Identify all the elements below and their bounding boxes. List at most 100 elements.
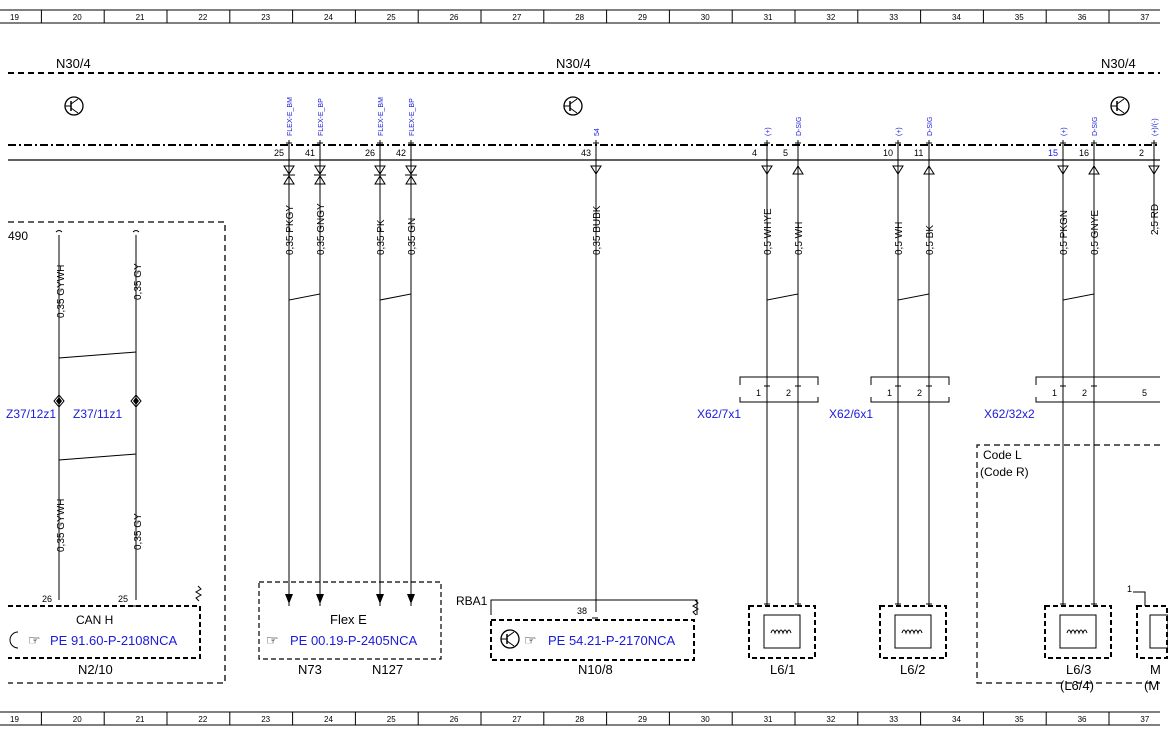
wire-label: 0,35 GN [407, 218, 418, 255]
grid-column-label: 25 [387, 715, 396, 724]
grid-column-label: 29 [638, 715, 647, 724]
x62-6x1-label: X62/6x1 [829, 407, 873, 421]
wire-4: (+)40,5 WHYE [752, 127, 774, 606]
grid-column-label: 30 [701, 13, 710, 22]
wire-label: 0,35 BUBK [592, 205, 603, 255]
n30-label-right: N30/4 [1101, 56, 1136, 71]
grid-column-label: 22 [198, 13, 207, 22]
pin-number: 2 [1139, 148, 1144, 158]
wire-label-gywh-upper: 0,35 GYWH [56, 265, 67, 318]
flex-e-reference-link[interactable]: PE 00.19-P-2405NCA [290, 633, 418, 648]
signal-label: D-SIG [927, 117, 934, 136]
grid-column-label: 27 [512, 715, 521, 724]
grid-column-label: 31 [764, 715, 773, 724]
m-component-clipped: 1 M (M [1127, 584, 1168, 693]
pin-number: 11 [914, 148, 923, 158]
n73-label: N73 [298, 662, 322, 677]
grid-column-label: 20 [73, 13, 82, 22]
wire-label: 0,5 WHYE [763, 208, 774, 255]
grid-column-label: 26 [450, 715, 459, 724]
wire-label: 2,5 RD [1150, 204, 1161, 235]
pin-number: 25 [274, 148, 284, 158]
n10-8-reference-link[interactable]: PE 54.21-P-2170NCA [548, 633, 676, 648]
grid-column-label: 25 [387, 13, 396, 22]
rba1-label: RBA1 [456, 594, 488, 608]
n30-label-center: N30/4 [556, 56, 591, 71]
grid-column-label: 27 [512, 13, 521, 22]
x62-6x1-pin1: 1 [887, 388, 892, 398]
transistor-icon [64, 96, 84, 116]
signal-label: (+) [1061, 127, 1068, 136]
n2-10-reference-link[interactable]: PE 91.60-P-2108NCA [50, 633, 178, 648]
pin-number: 26 [365, 148, 375, 158]
pin-number: 5 [783, 148, 788, 158]
grid-column-label: 32 [826, 13, 835, 22]
pin-number: 10 [883, 148, 893, 158]
grid-column-label: 34 [952, 13, 961, 22]
l6-2-label: L6/2 [900, 662, 925, 677]
hand-pointer-icon: ☞ [524, 632, 537, 648]
transistor-icon [563, 96, 583, 116]
wire-label: 0,35 GNGY [316, 203, 327, 255]
grid-column-label: 23 [261, 715, 270, 724]
n30-label-left: N30/4 [56, 56, 91, 71]
left-box-number: 490 [8, 229, 28, 243]
svg-text:☞: ☞ [28, 632, 41, 648]
connector-x62-6x1: 1 2 X62/6x1 [829, 376, 950, 421]
signal-label: (+) [765, 127, 772, 136]
grid-column-label: 19 [10, 13, 19, 22]
svg-text:☞: ☞ [266, 632, 279, 648]
wire-2: (+)/(-)22,5 RD [1139, 118, 1161, 235]
left-module-box: 490 0,35 GYWH 0,35 GY 0,35 GYWH 0,35 GY … [6, 221, 226, 684]
signal-label: (+) [896, 127, 903, 136]
transistor-icon [500, 629, 520, 649]
m-sub-label: (M [1144, 678, 1159, 693]
pin-number: 41 [305, 148, 315, 158]
wire-label: 0,5 GNYE [1090, 210, 1101, 255]
signal-label: FLEX-E_BM [378, 97, 385, 136]
grid-column-label: 37 [1140, 715, 1149, 724]
pin-number: 43 [581, 148, 591, 158]
code-r-label: (Code R) [980, 465, 1029, 479]
wire-label-gy-upper: 0,35 GY [133, 263, 144, 300]
x62-6x1-pin2: 2 [917, 388, 922, 398]
grid-column-label: 34 [952, 715, 961, 724]
l6-4-label: (L6/4) [1060, 678, 1094, 693]
signal-label: FLEX-E_BP [409, 98, 416, 136]
x62-32x2-pin5: 5 [1142, 388, 1147, 398]
x62-32x2-pin1: 1 [1052, 388, 1057, 398]
grid-column-label: 28 [575, 13, 584, 22]
signal-label: D-SIG [796, 117, 803, 136]
coil-l6-3: L6/3 (L6/4) [1044, 605, 1112, 693]
wire-label-gy-lower: 0,35 GY [133, 513, 144, 550]
coil-l6-2: L6/2 [879, 605, 947, 677]
pin-38: 38 [577, 606, 587, 616]
code-l-box: Code L (Code R) [976, 444, 1160, 684]
grid-column-label: 31 [764, 13, 773, 22]
wire-label: 0,5 WH [794, 222, 805, 255]
m-label: M [1150, 662, 1161, 677]
grid-column-label: 32 [826, 715, 835, 724]
code-l-label: Code L [983, 448, 1022, 462]
x62-7x1-pin1: 1 [756, 388, 761, 398]
x62-7x1-label: X62/7x1 [697, 407, 741, 421]
n10-8-label: N10/8 [578, 662, 613, 677]
grid-column-label: 33 [889, 715, 898, 724]
grid-column-label: 33 [889, 13, 898, 22]
flex-e-title: Flex E [330, 612, 367, 627]
grid-column-label: 29 [638, 13, 647, 22]
wire-15: (+)150,5 PKGN [1048, 127, 1070, 606]
grid-column-label: 21 [136, 715, 145, 724]
signal-label: FLEX-E_BM [287, 97, 294, 136]
grid-column-label: 24 [324, 13, 333, 22]
grid-column-label: 20 [73, 715, 82, 724]
wire-11: D-SIG 11 0,5 BK [914, 117, 936, 606]
l6-1-label: L6/1 [770, 662, 795, 677]
x62-32x2-label: X62/32x2 [984, 407, 1035, 421]
wire-label: 0,5 BK [925, 225, 936, 255]
